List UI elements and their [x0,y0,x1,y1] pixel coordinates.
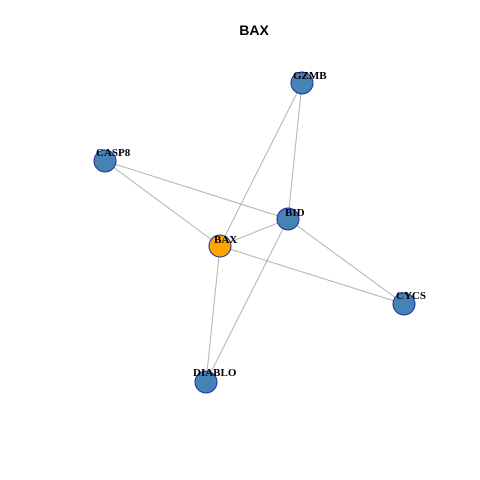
edge-casp8-bax [104,160,221,247]
edge-bid-diablo [205,218,289,383]
edge-gzmb-bid [287,82,303,220]
edge-bid-cycs [287,218,405,305]
edge-bax-cycs [219,245,405,305]
node-label-gzmb: GZMB [293,70,327,82]
node-gzmb [290,71,314,95]
node-label-bax: BAX [214,234,237,246]
edge-gzmb-bax [219,82,303,247]
edge-bid-bax [219,218,289,247]
node-label-diablo: DIABLO [193,367,237,379]
node-bax [208,234,232,258]
node-diablo [194,370,218,394]
node-label-casp8: CASP8 [96,147,131,159]
node-label-cycs: CYCS [396,290,426,302]
edge-bax-diablo [205,245,221,383]
node-cycs [392,292,416,316]
node-label-bid: BID [285,207,305,219]
edge-casp8-bid [104,160,289,220]
node-casp8 [93,149,117,173]
node-bid [276,207,300,231]
graph-title: BAX [239,22,269,38]
edges-layer [104,82,405,383]
